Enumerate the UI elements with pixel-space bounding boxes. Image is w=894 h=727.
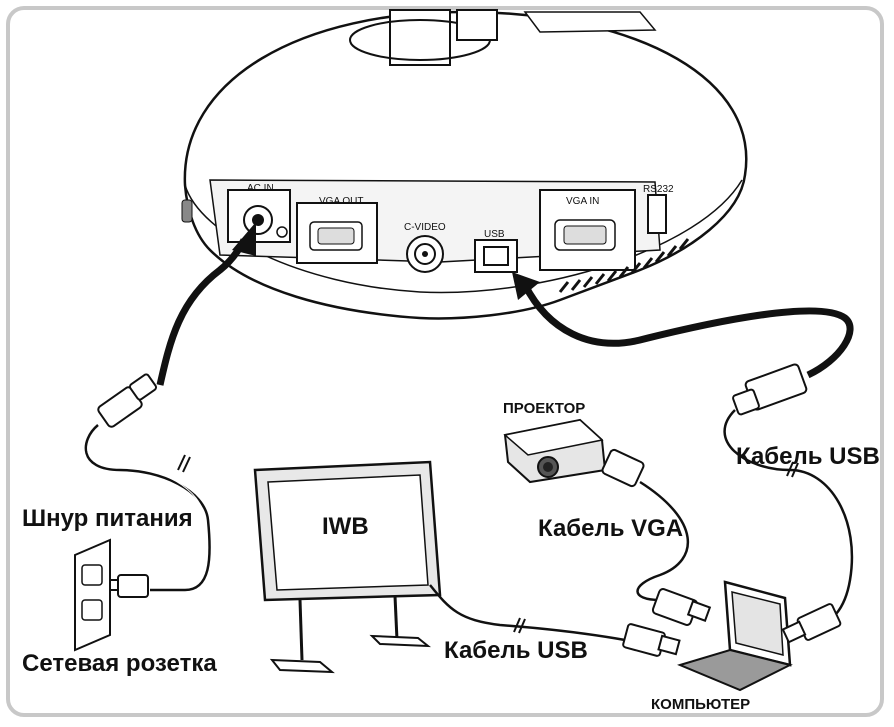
usb-cable-label-right: Кабель USB [736, 443, 880, 470]
projector-label: ПРОЕКТОР [503, 400, 586, 417]
projector [503, 418, 607, 484]
port-label-c-video: C-VIDEO [404, 222, 446, 233]
laptop-computer [677, 580, 793, 692]
port-label-vga-out: VGA OUT [319, 196, 364, 207]
power-cord-label: Шнур питания [22, 505, 193, 532]
computer-label: КОМПЬЮТЕР [651, 696, 751, 713]
wall-outlet [74, 538, 149, 652]
document-camera [181, 9, 748, 320]
power-connection-arrow [156, 222, 256, 386]
port-label-usb: USB [484, 229, 505, 240]
right-usb-cable [723, 363, 854, 644]
power-outlet-label: Сетевая розетка [22, 650, 217, 677]
iwb-board [253, 460, 442, 674]
vga-cable-label: Кабель VGA [538, 515, 684, 542]
power-plug [84, 373, 211, 592]
iwb-usb-cable [429, 584, 681, 657]
usb-cable-label-bottom: Кабель USB [444, 637, 588, 664]
usb-connection-arrow [512, 272, 854, 379]
port-label-ac-in: AC IN [247, 183, 274, 194]
port-label-rs232: RS232 [643, 184, 674, 195]
port-label-vga-in: VGA IN [566, 196, 600, 207]
vga-cable [601, 448, 712, 626]
iwb-label: IWB [322, 513, 369, 540]
